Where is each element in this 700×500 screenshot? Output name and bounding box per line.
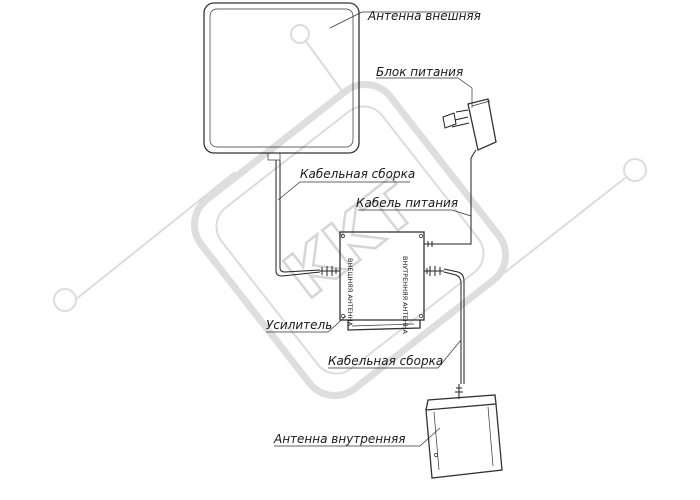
amplifier-external-port: [320, 266, 340, 276]
external-antenna-inner: [209, 8, 354, 148]
leader-lines: [266, 11, 478, 447]
leader-power-cable: [358, 209, 472, 217]
label-cable-assembly-top: Кабельная сборка: [300, 167, 415, 181]
amplifier-port-label-internal: ВНУТРЕННЯЯ АНТЕННА: [401, 256, 409, 334]
leader-cable-bottom: [328, 339, 462, 369]
watermark-left-circle: [53, 288, 77, 312]
label-internal-antenna: Антенна внутренняя: [273, 432, 405, 446]
amplifier-body: [339, 231, 425, 321]
watermark-frame: [190, 80, 510, 400]
watermark-top-line: [304, 39, 346, 96]
watermark-top-circle: [290, 24, 310, 44]
label-power-supply: Блок питания: [376, 65, 463, 79]
leader-cable-top: [277, 181, 410, 201]
label-amplifier: Усилитель: [266, 318, 332, 332]
cables: [275, 158, 472, 384]
label-power-cable: Кабель питания: [356, 196, 458, 210]
amplifier-internal-port: [424, 266, 444, 276]
leader-amplifier: [266, 315, 347, 333]
external-antenna: [203, 2, 360, 161]
power-supply-body: [467, 98, 497, 151]
amplifier-base: [347, 320, 421, 331]
power-cable: [436, 158, 472, 245]
watermark-right-circle: [623, 158, 647, 182]
power-supply: [442, 98, 497, 159]
label-external-antenna: Антенна внешняя: [367, 9, 481, 23]
amplifier-port-label-external: ВНЕШНЯЯ АНТЕННА: [346, 258, 354, 327]
labels: Антенна внешняя Блок питания Кабельная с…: [266, 9, 481, 446]
power-supply-plug-prongs: [451, 109, 470, 128]
internal-antenna-body: [425, 403, 503, 479]
internal-antenna-top: [425, 394, 497, 411]
leader-external-antenna: [329, 11, 478, 29]
internal-antenna-connector: [455, 384, 463, 399]
leader-power-supply: [376, 77, 473, 108]
amplifier-power-port: [424, 241, 436, 247]
watermark: KKT: [53, 24, 647, 400]
leader-internal-antenna: [274, 427, 441, 447]
power-supply-plug: [442, 112, 457, 129]
label-cable-assembly-bottom: Кабельная сборка: [328, 354, 443, 368]
external-antenna-connector: [267, 152, 281, 161]
internal-antenna: [425, 384, 503, 479]
watermark-right-line: [461, 177, 626, 307]
power-supply-cord-start: [470, 149, 477, 159]
amplifier: ВНЕШНЯЯ АНТЕННА ВНУТРЕННЯЯ АНТЕННА: [320, 231, 444, 334]
external-antenna-outer: [203, 2, 360, 154]
cable-assembly-bottom: [443, 271, 462, 384]
watermark-left-line: [74, 171, 236, 301]
cable-assembly-top: [275, 160, 321, 277]
